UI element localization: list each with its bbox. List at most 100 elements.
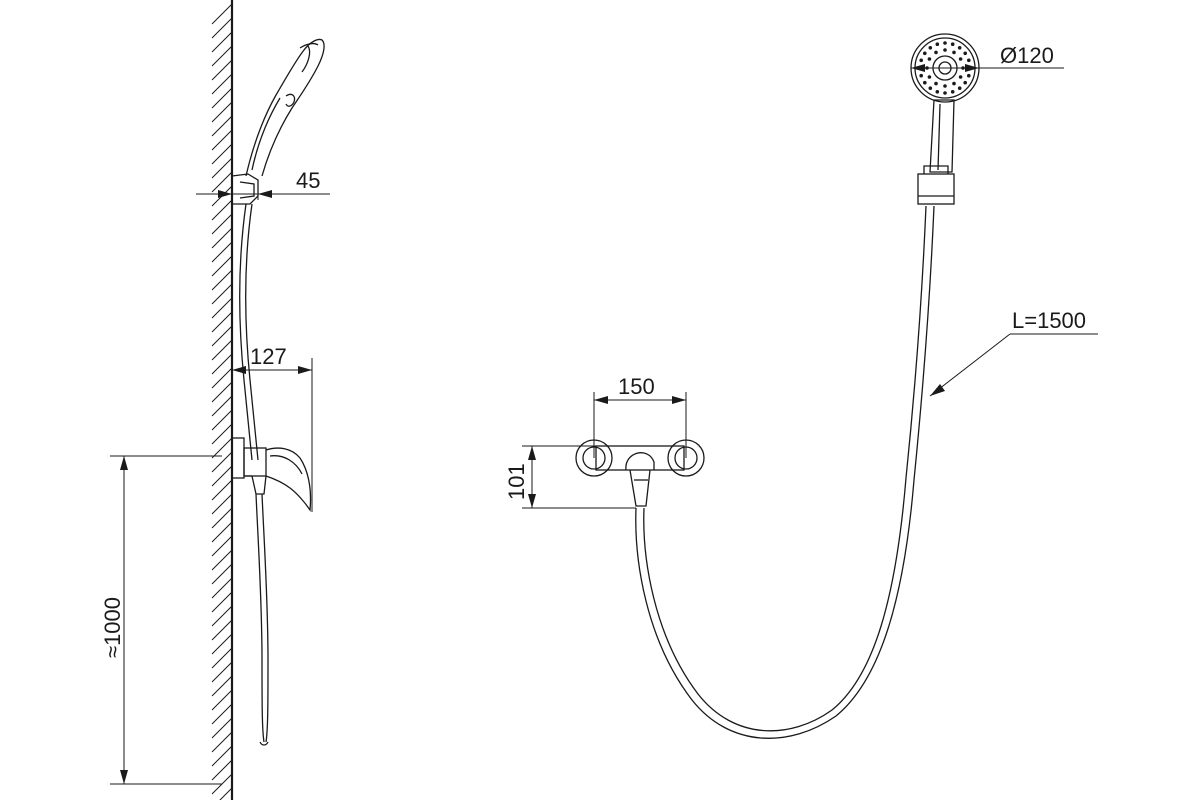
nozzle-dot [950,90,955,94]
side-view: 45 127 ≈1000 [100,0,330,800]
nozzle-dot [927,57,932,61]
nozzle-dot [950,42,955,46]
nozzle-dot [923,51,927,56]
nozzle-dot [963,51,967,56]
hatch-line [211,437,233,459]
holder-bracket-front [917,165,955,205]
hatch-line [211,269,233,291]
holder-bracket-side [231,173,259,205]
hatch-line [211,423,233,445]
hatch-line [211,241,233,263]
hatch-line [211,465,233,487]
head-diameter-label: Ø120 [1000,43,1054,68]
head-diameter-dimension [911,64,1064,72]
hatch-line [211,31,233,53]
hatch-line [211,717,233,739]
hatch-line [211,339,233,361]
hatch-line [211,563,233,585]
hatch-line [211,619,233,641]
nozzle-dot [958,75,963,79]
hatch-line [211,59,233,81]
hatch-line [211,591,233,613]
mixer-height-dimension [522,445,640,509]
hose-length-label: L=1500 [1012,308,1086,333]
hatch-line [211,353,233,375]
nozzle-dot [943,84,947,88]
nozzle-dot [943,91,947,95]
nozzle-dot [923,80,927,85]
handshower-front [910,33,980,173]
hose-length-leader [929,333,1098,397]
nozzle-dot [919,58,923,63]
hose-side [239,203,269,746]
hatch-line [211,45,233,67]
nozzle-dot [967,58,971,63]
hatch-line [211,731,233,753]
hatch-line [211,101,233,123]
hatch-line [211,507,233,529]
nozzle-dot [958,57,963,61]
hatch-line [211,129,233,151]
hatch-line [211,535,233,557]
nozzle-dot [952,50,956,55]
nozzle-dot [927,75,932,79]
hatch-line [211,409,233,431]
hatch-line [211,143,233,165]
hatch-line [211,73,233,95]
nozzle-dot [919,73,923,78]
holder-offset-label: 45 [296,168,320,193]
mounting-height-label: ≈1000 [100,597,125,658]
hatch-line [211,661,233,683]
nozzle-dot [957,86,962,90]
hatch-line [211,493,233,515]
wall [211,0,234,800]
mounting-height-dimension [110,455,222,785]
hatch-line [211,521,233,543]
mixer-side [231,437,312,512]
hatch-line [211,227,233,249]
spray-nozzles [918,41,972,95]
mixer-height-label: 101 [504,463,529,500]
hatch-line [219,787,233,800]
hatch-line [211,451,233,473]
hatch-line [211,395,233,417]
nozzle-dot [952,81,956,86]
hatch-line [211,283,233,305]
hatch-line [211,199,233,221]
hatch-line [211,17,233,39]
hatch-line [211,213,233,235]
nozzle-dot [928,46,933,50]
nozzle-dot [963,80,967,85]
wall-hatching [211,3,233,800]
nozzle-dot [957,46,962,50]
centre-distance-dimension [593,392,687,458]
handshower-side [245,38,325,177]
hatch-line [211,381,233,403]
hatch-line [211,689,233,711]
nozzle-dot [935,42,940,46]
hatch-line [211,479,233,501]
mixer-front [575,439,705,507]
centre-distance-label: 150 [618,374,655,399]
hatch-line [211,3,233,25]
holder-offset-dimension [196,180,330,200]
nozzle-dot [967,73,971,78]
nozzle-dot [928,86,933,90]
nozzle-dot [935,90,940,94]
hatch-line [211,87,233,109]
hatch-line [211,577,233,599]
hatch-line [211,647,233,669]
nozzle-dot [934,81,938,86]
hatch-line [211,367,233,389]
hatch-line [211,115,233,137]
hatch-line [211,171,233,193]
hatch-line [211,297,233,319]
hatch-line [211,157,233,179]
front-view: 150 101 Ø120 L=1500 [504,33,1098,739]
hatch-line [211,255,233,277]
mixer-projection-dimension [232,358,313,512]
hatch-line [211,549,233,571]
hatch-line [211,759,233,781]
hatch-line [211,675,233,697]
